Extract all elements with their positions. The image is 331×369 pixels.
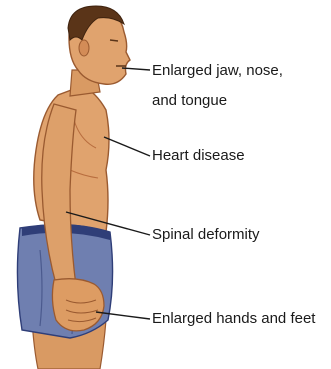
label-enlarged-jaw-line2: and tongue [152, 90, 227, 112]
label-spinal-deformity: Spinal deformity [152, 224, 260, 246]
leader-line-heart [104, 137, 150, 156]
hand [52, 279, 104, 331]
label-heart-disease: Heart disease [152, 145, 245, 167]
label-enlarged-jaw-line1: Enlarged jaw, nose, [152, 60, 283, 82]
ear [79, 40, 89, 56]
label-enlarged-hands-feet: Enlarged hands and feet [152, 308, 315, 330]
